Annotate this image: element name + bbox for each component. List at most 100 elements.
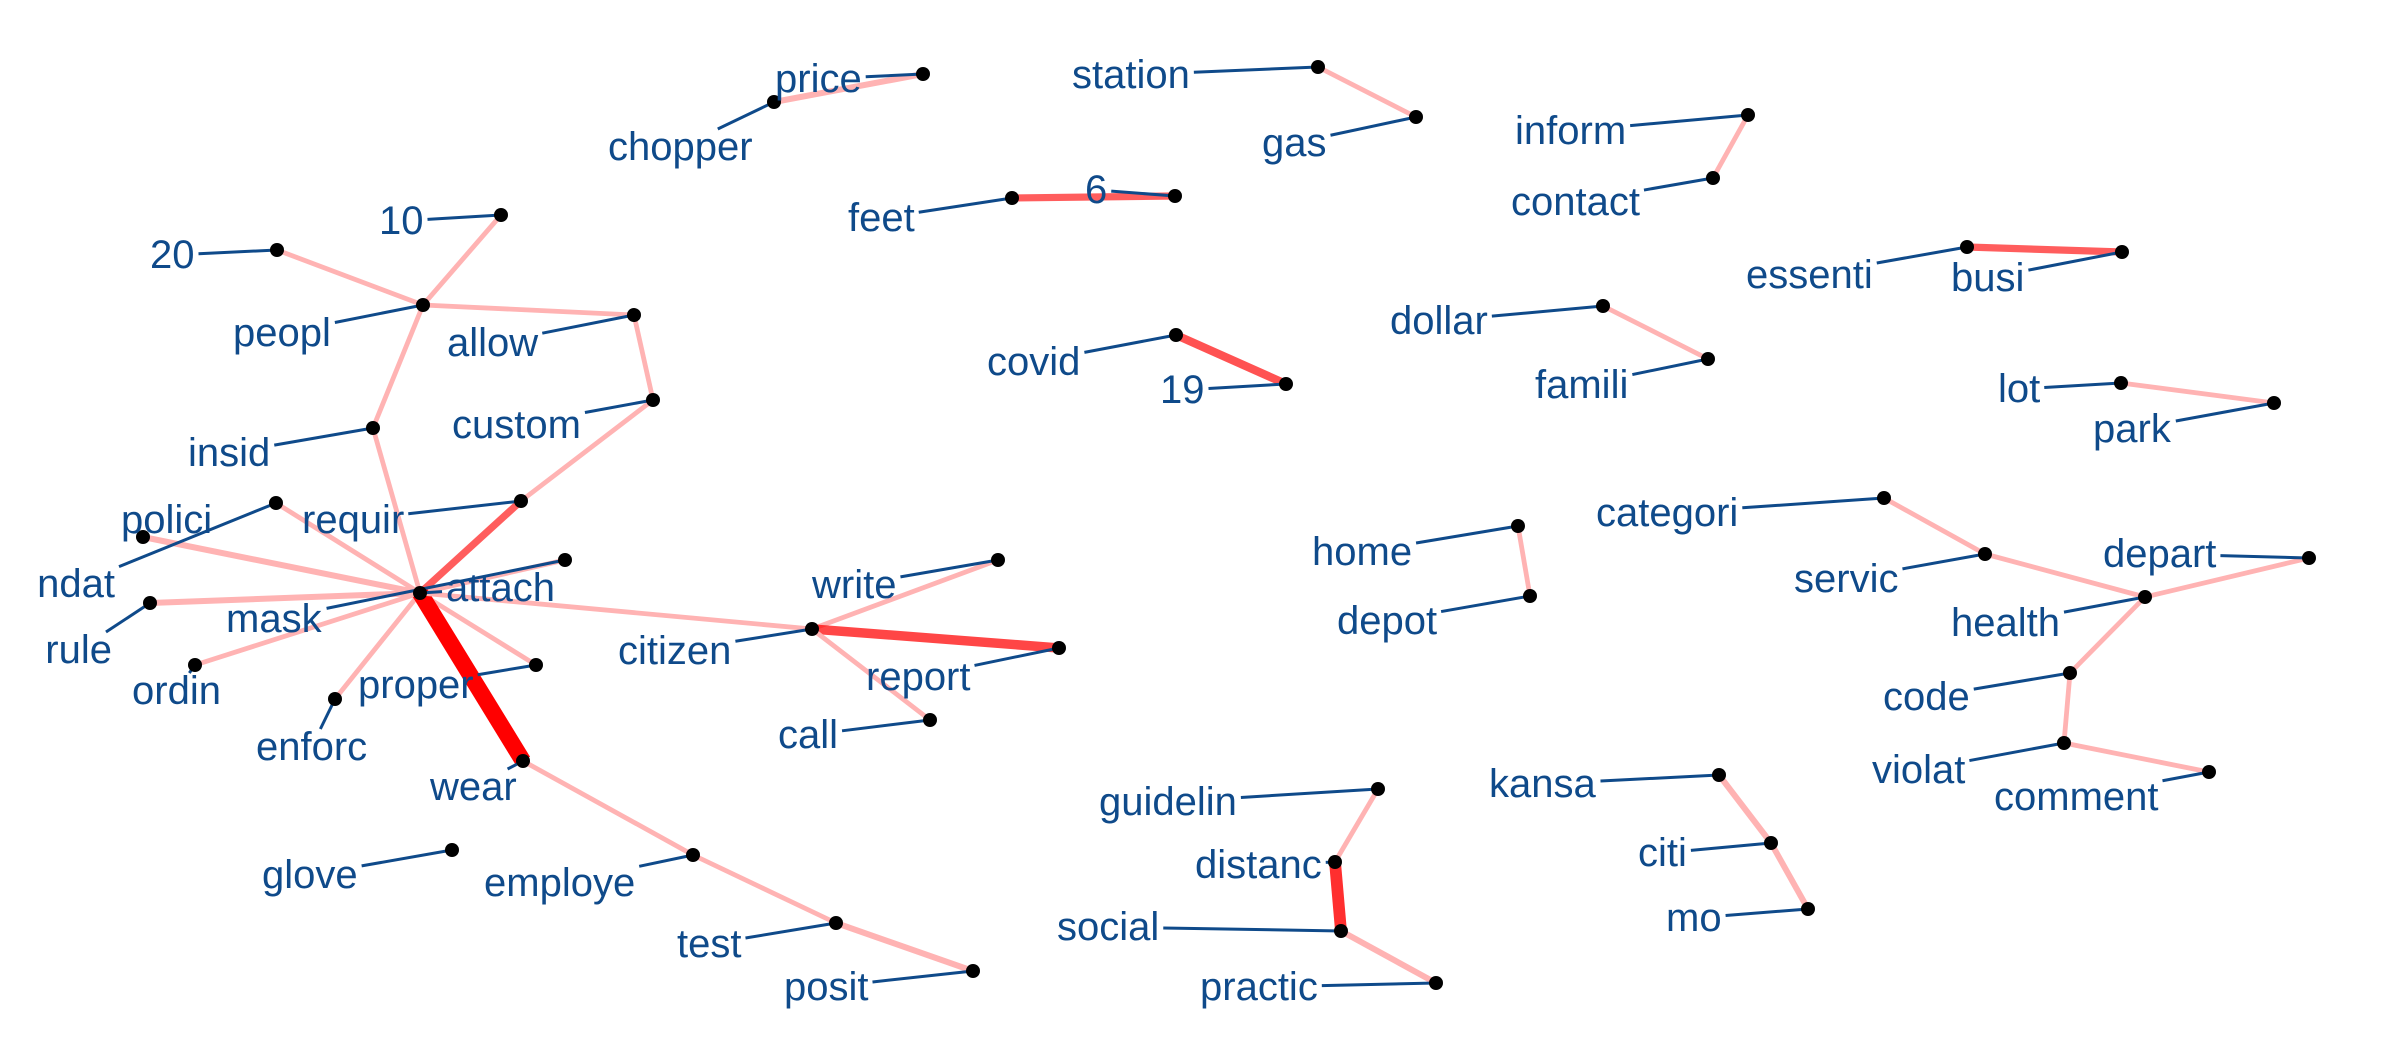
node-label-busi: busi	[1951, 256, 2024, 300]
label-leader-feet	[918, 196, 1013, 214]
edge-requir-attach	[417, 498, 524, 596]
node-comment	[2202, 765, 2216, 779]
label-leader-mask	[326, 558, 566, 610]
label-leader-violat	[1969, 741, 2065, 763]
edge-test-posit	[835, 920, 974, 974]
node-glove	[445, 843, 459, 857]
node-contact	[1706, 171, 1720, 185]
label-leader-comment	[2162, 770, 2210, 783]
node-violat	[2057, 736, 2071, 750]
node-mo	[1801, 902, 1815, 916]
node-label-insid: insid	[188, 431, 270, 475]
node-label-allow: allow	[447, 321, 538, 365]
edge-10-peopl	[421, 213, 503, 307]
label-leader-rule	[105, 601, 151, 634]
label-leader-dollar	[1491, 304, 1604, 318]
edge-mandat-attach	[274, 500, 422, 596]
node-rule	[143, 596, 157, 610]
edge-violat-comment	[2063, 740, 2210, 775]
edge-citi-mo	[1768, 841, 1811, 911]
node-label-polici: polici	[121, 498, 212, 542]
node-label-guidelin: guidelin	[1099, 780, 1237, 824]
label-leader-chopper	[717, 100, 775, 131]
edge-depart-health	[2144, 555, 2310, 600]
edge-chopper-price	[773, 71, 924, 105]
node-20	[270, 243, 284, 257]
node-inform	[1741, 108, 1755, 122]
label-leaders-layer	[105, 65, 2310, 988]
edge-guidelin-distanc	[1332, 787, 1381, 864]
edge-lot-park	[2120, 380, 2275, 406]
node-label-categori: categori	[1596, 491, 1738, 535]
label-leader-depot	[1440, 594, 1531, 614]
label-leader-social	[1163, 926, 1342, 933]
label-leader-categori	[1742, 496, 1885, 510]
node-social	[1334, 924, 1348, 938]
label-leader-proper	[477, 663, 537, 677]
node-label-requir: requir	[302, 498, 404, 542]
node-requir	[514, 494, 528, 508]
label-leader-write	[900, 558, 999, 579]
node-label-gas: gas	[1262, 121, 1327, 165]
node-lot	[2114, 376, 2128, 390]
node-label-mandat: ndat	[37, 562, 115, 606]
label-leader-6	[1111, 189, 1176, 198]
node-label-custom: custom	[452, 403, 581, 447]
node-label-rule: rule	[45, 628, 112, 672]
label-leader-servic	[1902, 552, 1986, 571]
label-leader-essenti	[1876, 245, 1968, 265]
node-label-price: price	[775, 57, 862, 101]
node-custom	[646, 393, 660, 407]
label-leader-kansa	[1600, 773, 1720, 783]
node-label-attach: attach	[446, 566, 555, 610]
node-label-kansa: kansa	[1489, 762, 1596, 806]
label-leader-peopl	[334, 303, 424, 324]
label-leader-famili	[1632, 357, 1709, 377]
node-station	[1311, 60, 1325, 74]
node-test	[829, 916, 843, 930]
edge-essenti-busi	[1966, 243, 2123, 256]
edge-kansa-citi	[1716, 773, 1774, 845]
node-label-contact: contact	[1511, 180, 1640, 224]
node-label-covid: covid	[987, 340, 1080, 384]
node-label-report: report	[866, 655, 971, 699]
edge-custom-requir	[519, 398, 655, 503]
label-leader-citi	[1690, 841, 1772, 852]
node-label-famili: famili	[1535, 363, 1628, 407]
node-covid	[1169, 328, 1183, 342]
edge-feet-6	[1011, 192, 1176, 202]
label-leader-20	[198, 248, 278, 256]
node-essenti	[1960, 240, 1974, 254]
node-label-code: code	[1883, 675, 1970, 719]
node-label-servic: servic	[1794, 557, 1898, 601]
node-kansa	[1712, 768, 1726, 782]
node-label-health: health	[1951, 601, 2060, 645]
node-label-wear: wear	[429, 765, 517, 809]
node-enforc	[328, 692, 342, 706]
node-label-peopl: peopl	[233, 311, 331, 355]
node-depot	[1523, 589, 1537, 603]
label-leader-lot	[2044, 381, 2122, 390]
label-leader-busi	[2028, 250, 2123, 272]
node-label-20: 20	[150, 233, 195, 277]
edge-citizen-call	[810, 627, 932, 722]
label-leader-call	[841, 718, 931, 733]
node-label-park: park	[2093, 407, 2172, 451]
node-label-citi: citi	[1638, 831, 1687, 875]
node-label-comment: comment	[1994, 775, 2159, 819]
edge-attach-citizen	[419, 590, 813, 632]
node-ordin	[188, 658, 202, 672]
edge-peopl-insid	[370, 304, 426, 429]
label-leader-mo	[1725, 907, 1809, 917]
node-label-ordin: ordin	[132, 669, 221, 713]
label-leader-practic	[1321, 981, 1437, 988]
edge-insid-attach	[370, 427, 423, 594]
node-depart	[2302, 551, 2316, 565]
edge-peopl-allow	[422, 302, 635, 318]
node-categori	[1877, 491, 1891, 505]
label-leader-insid	[274, 426, 374, 447]
node-label-dollar: dollar	[1390, 299, 1488, 343]
edge-home-depot	[1515, 525, 1533, 597]
edge-social-practic	[1339, 928, 1438, 986]
